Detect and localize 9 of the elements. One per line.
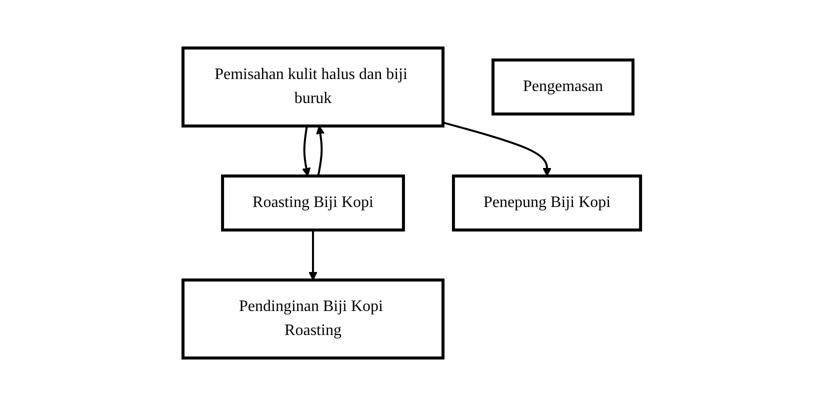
arrow xyxy=(308,230,318,280)
arrow xyxy=(316,125,325,176)
arrow xyxy=(442,121,552,176)
arrow xyxy=(302,125,311,176)
node-box: Pengemasan xyxy=(492,58,635,115)
node-box: Roasting Biji Kopi xyxy=(221,174,406,231)
node-box: Pendinginan Biji Kopi Roasting xyxy=(182,278,445,359)
node-box: Pemisahan kulit halus dan biji buruk xyxy=(182,46,445,127)
node-box: Penepung Biji Kopi xyxy=(452,174,642,231)
